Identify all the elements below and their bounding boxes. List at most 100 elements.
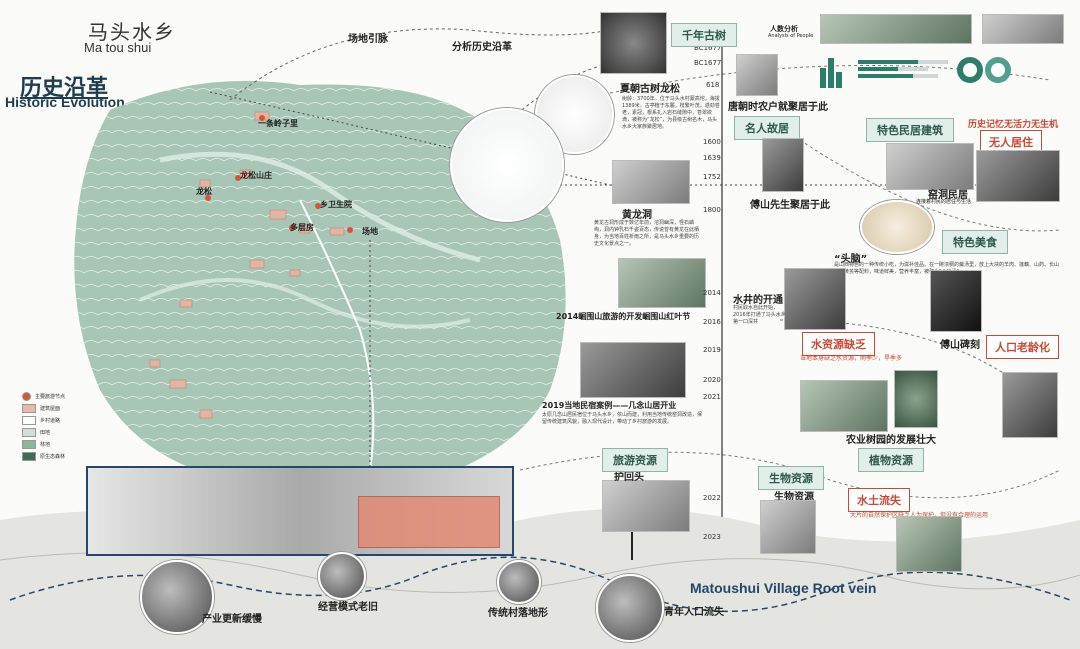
year-label: 2023 (703, 533, 721, 541)
stele-photo (930, 270, 982, 332)
event-2014-year: 2014 (556, 312, 579, 321)
event-tounao-text: 是山西特色的一种传统小吃，为滋补佳品。在一碗浓稠的羹汤里，放上大块的羊肉、莲藕、… (834, 262, 1060, 275)
site-context-label: 场地引脉 (348, 34, 388, 45)
page-title-cn: 马头水乡 (88, 20, 176, 44)
issue-tag-aging: 人口老龄化 (986, 335, 1059, 359)
cave-dwelling-photo-2 (976, 150, 1060, 202)
huhuitou-photo (602, 480, 690, 532)
event-2014-title: 2014崛围山旅游的开发崛围山红叶节 (556, 311, 690, 322)
orchard-tree-photo (894, 370, 938, 428)
map-label-clinic: 乡卫生院 (320, 200, 352, 209)
legend-label: 建筑屋面 (40, 405, 61, 412)
year-label: 2016 (703, 318, 721, 326)
circle-terrain-photo (497, 560, 541, 604)
erosion-photo (896, 516, 962, 572)
mountain-tourism-photo (618, 258, 706, 308)
tag-ancient-tree: 千年古树 (671, 23, 737, 47)
bottom-label-terrain: 传统村落地形 (488, 608, 548, 619)
legend-label: 原生态森林 (40, 453, 66, 460)
year-label: 1752 (703, 173, 721, 181)
legend-swatch-woodland (22, 439, 36, 449)
circle-business-photo (318, 552, 366, 600)
event-cave-title: 黄龙洞 (622, 210, 652, 221)
section-title-en: Historic Evolution (5, 94, 125, 110)
cave-dwelling-photo (886, 143, 974, 190)
year-label: BC1677 (694, 44, 722, 52)
map-label-site: 场地 (362, 227, 378, 236)
ancient-tree-photo (600, 12, 667, 74)
event-yaodong-title: 窑洞民居 (928, 190, 968, 201)
elderly-photo (1002, 372, 1058, 438)
issue-tag-water-shortage: 水资源缺乏 (802, 332, 875, 356)
section-title-cn: 历史沿革 (20, 76, 109, 101)
event-fushan-title: 傅山先生聚居于此 (750, 200, 830, 211)
homestay-render (358, 496, 500, 548)
year-label: 2021 (703, 393, 721, 401)
legend-label: 林地 (40, 441, 51, 448)
event-2019-desc: 太原几念山居民宿位于马头水乡，依山而建，利用当地传统窑洞改造，保留传统建筑风貌，… (542, 412, 703, 425)
event-cave-text: 黄龙古洞形成于数亿年前，溶洞幽深，怪石嶙峋，洞内钟乳石千姿百态，传说曾有黄龙在此… (594, 220, 700, 247)
circle-industry-photo (140, 560, 214, 634)
legend-swatch-node (22, 391, 31, 401)
year-label: BC1677 (694, 59, 722, 67)
people-analysis-subtitle: Analysis of People (768, 33, 814, 39)
event-stele-title: 傅山碑刻 (940, 340, 980, 351)
legend-swatch-roof (22, 403, 36, 413)
legend-swatch-road (22, 415, 36, 425)
people-analysis-title: 人数分析 (770, 25, 798, 33)
legend-label: 田地 (40, 429, 51, 436)
issue-tag-soil-erosion: 水土流失 (848, 488, 910, 512)
tag-local-food: 特色美食 (942, 230, 1008, 254)
huanglong-cave-photo (612, 160, 690, 204)
event-well-title: 水井的开通 (733, 295, 783, 306)
map-label-yitiaolingzi: 一条岭子里 (258, 119, 298, 128)
event-2014-text: 崛围山旅游的开发崛围山红叶节 (578, 312, 691, 321)
year-label: 1639 (703, 154, 721, 162)
year-label: 2014 (703, 289, 721, 297)
year-label: 1800 (703, 206, 721, 214)
year-label: 2020 (703, 376, 721, 384)
issue-note-erosion: 大片的自然保护区缺乏人为保护，但没有合理的运用 (850, 510, 988, 519)
people-analysis-charts (820, 57, 1011, 88)
year-label: 2019 (703, 346, 721, 354)
event-tang-title: 唐朝时农户就聚居于此 (728, 102, 828, 113)
tag-bio-resources: 生物资源 (758, 466, 824, 490)
landscape-strip-photo (820, 14, 972, 44)
event-ancient-tree-text: 树龄：3700年，位于马头水村蒙高坨，海拔1389米，古亭植于东麓，枝繁叶茂，遒… (622, 96, 720, 130)
event-ancient-tree-title: 夏朝古树龙松 (620, 84, 680, 95)
panorama-strip (86, 466, 514, 556)
bottom-label-industry: 产业更新缓慢 (202, 614, 262, 625)
event-huhuitou-title: 护回头 (614, 472, 644, 483)
map-label-longsong-villa: 龙松山庄 (240, 171, 272, 180)
circle-youth-photo (596, 574, 664, 642)
event-tounao-title: “头脑” (834, 254, 868, 265)
map-label-houses: 多层房 (290, 223, 314, 232)
bio-resource-photo (760, 500, 816, 554)
event-yaodong-text: 连接着村民的居住与生活 (916, 199, 972, 205)
tag-folk-architecture: 特色民居建筑 (866, 118, 954, 142)
analysis-label: 分析历史沿革 (452, 42, 512, 53)
tag-tourism-resources: 旅游资源 (602, 448, 668, 472)
event-2019-text: 当地民宿案例——几念山居开业 (564, 401, 677, 410)
tang-farmer-photo (736, 54, 778, 96)
landscape-strip-photo-2 (982, 14, 1064, 44)
legend-swatch-forest (22, 451, 36, 461)
year-label: 2022 (703, 494, 721, 502)
homestay-photo (580, 342, 686, 398)
map-inset-large (450, 108, 564, 222)
issue-note-memory: 历史记忆无活力无生机 (968, 120, 1059, 130)
year-label: 618 (706, 81, 720, 89)
legend-swatch-field (22, 427, 36, 437)
tag-celebrity-residence: 名人故居 (734, 116, 800, 140)
tag-plant-resources: 植物资源 (858, 448, 924, 472)
event-bio-title: 生物资源 (774, 492, 814, 503)
event-2019-year: 2019 (542, 401, 565, 410)
root-vein-title: Matoushui Village Root vein (690, 580, 877, 596)
bar-group (820, 58, 842, 88)
event-2019-title: 2019当地民宿案例——几念山居开业 (542, 400, 676, 411)
well-opening-photo (784, 268, 846, 330)
event-well-text: 村民取水自此开始，2016年打通了马头水乡第一口深井 (733, 305, 786, 325)
year-label: 1600 (703, 138, 721, 146)
orchard-photo (800, 380, 888, 432)
map-legend: 主要旅游节点 建筑屋面 乡村道路 田地 林地 原生态森林 (22, 390, 65, 462)
